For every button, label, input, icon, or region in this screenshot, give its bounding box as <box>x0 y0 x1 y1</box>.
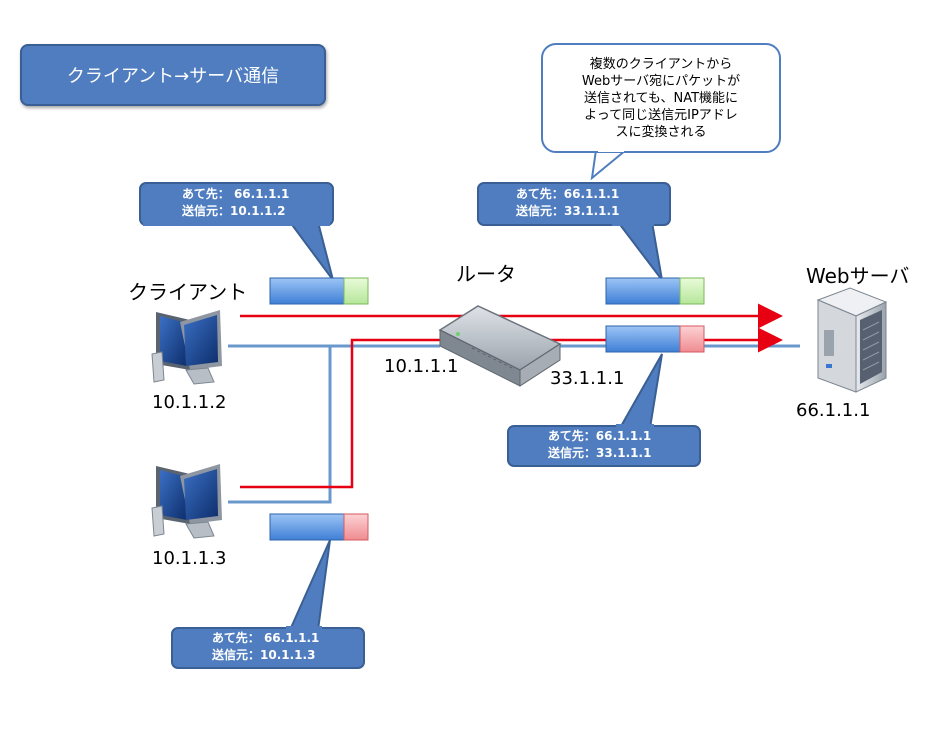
callout-client1-text: あて先： 66.1.1.1 送信元：10.1.1.2 <box>182 186 289 220</box>
callout-source: 送信元：33.1.1.1 <box>548 446 652 460</box>
server-icon <box>816 287 888 393</box>
packet-client2 <box>269 513 369 541</box>
client2-ip: 10.1.1.3 <box>152 548 227 569</box>
packet-wan-lower <box>605 325 705 353</box>
nat-note-line: スに変換される <box>615 125 707 140</box>
nat-note-line: Webサーバ宛にパケットが <box>581 74 741 89</box>
callout-wan-upper <box>477 182 671 281</box>
client-label: クライアント <box>128 280 248 304</box>
nat-note-text: 複数のクライアントから Webサーバ宛にパケットが 送信されても、NAT機能に … <box>545 56 777 141</box>
server-label: Webサーバ <box>806 264 910 288</box>
nat-note-line: よって同じ送信元IPアドレ <box>584 108 738 123</box>
callout-wan-lower <box>507 353 701 467</box>
callout-source: 送信元：10.1.1.3 <box>212 648 316 662</box>
client1-ip: 10.1.1.2 <box>152 392 227 413</box>
link-client2-router <box>228 346 332 504</box>
callout-destination: あて先：66.1.1.1 <box>516 187 620 201</box>
nat-note-line: 複数のクライアントから <box>589 57 733 72</box>
callout-destination: あて先：66.1.1.1 <box>548 429 652 443</box>
callout-wan-lower-text: あて先：66.1.1.1 送信元：33.1.1.1 <box>548 428 651 462</box>
callout-client2-text: あて先： 66.1.1.1 送信元：10.1.1.3 <box>212 630 319 664</box>
title-box: クライアント→サーバ通信 <box>20 44 326 106</box>
packet-client1 <box>269 277 369 305</box>
nat-note-bubble <box>541 43 781 181</box>
title-text: クライアント→サーバ通信 <box>66 66 280 87</box>
callout-destination: あて先： 66.1.1.1 <box>182 187 290 201</box>
client-computer-icon <box>151 464 222 539</box>
callout-wan-upper-text: あて先：66.1.1.1 送信元：33.1.1.1 <box>516 186 619 220</box>
router-lan-ip: 10.1.1.1 <box>384 356 459 377</box>
packet-wan-upper <box>605 277 705 305</box>
callout-source: 送信元：33.1.1.1 <box>516 204 620 218</box>
callout-client2 <box>171 539 365 669</box>
router-wan-ip: 33.1.1.1 <box>550 368 625 389</box>
server-ip: 66.1.1.1 <box>796 400 871 421</box>
callout-destination: あて先： 66.1.1.1 <box>212 631 320 645</box>
client-computer-icon <box>151 310 222 385</box>
callout-source: 送信元：10.1.1.2 <box>182 204 286 218</box>
callout-client1 <box>139 182 334 281</box>
router-label: ルータ <box>456 262 516 286</box>
flow-arrows <box>240 303 783 489</box>
nat-note-line: 送信されても、NAT機能に <box>583 91 739 106</box>
flow-arrow-client2 <box>240 327 783 489</box>
router-icon <box>438 305 562 387</box>
